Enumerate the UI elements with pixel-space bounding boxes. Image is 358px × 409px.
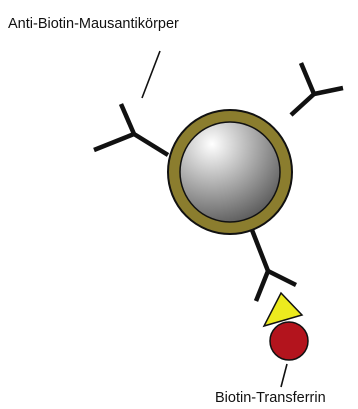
transferrin-label: Biotin-Transferrin xyxy=(215,390,326,406)
antibody-bottom xyxy=(252,230,296,301)
antibody-right xyxy=(291,63,343,115)
antibody-label: Anti-Biotin-Mausantikörper xyxy=(8,16,179,32)
antibody-leader-line xyxy=(142,51,160,98)
transferrin-circle xyxy=(270,322,308,360)
transferrin-leader-line xyxy=(281,364,287,387)
biotin-triangle xyxy=(264,293,302,326)
bead-core xyxy=(180,122,280,222)
antibody-left xyxy=(94,104,168,155)
